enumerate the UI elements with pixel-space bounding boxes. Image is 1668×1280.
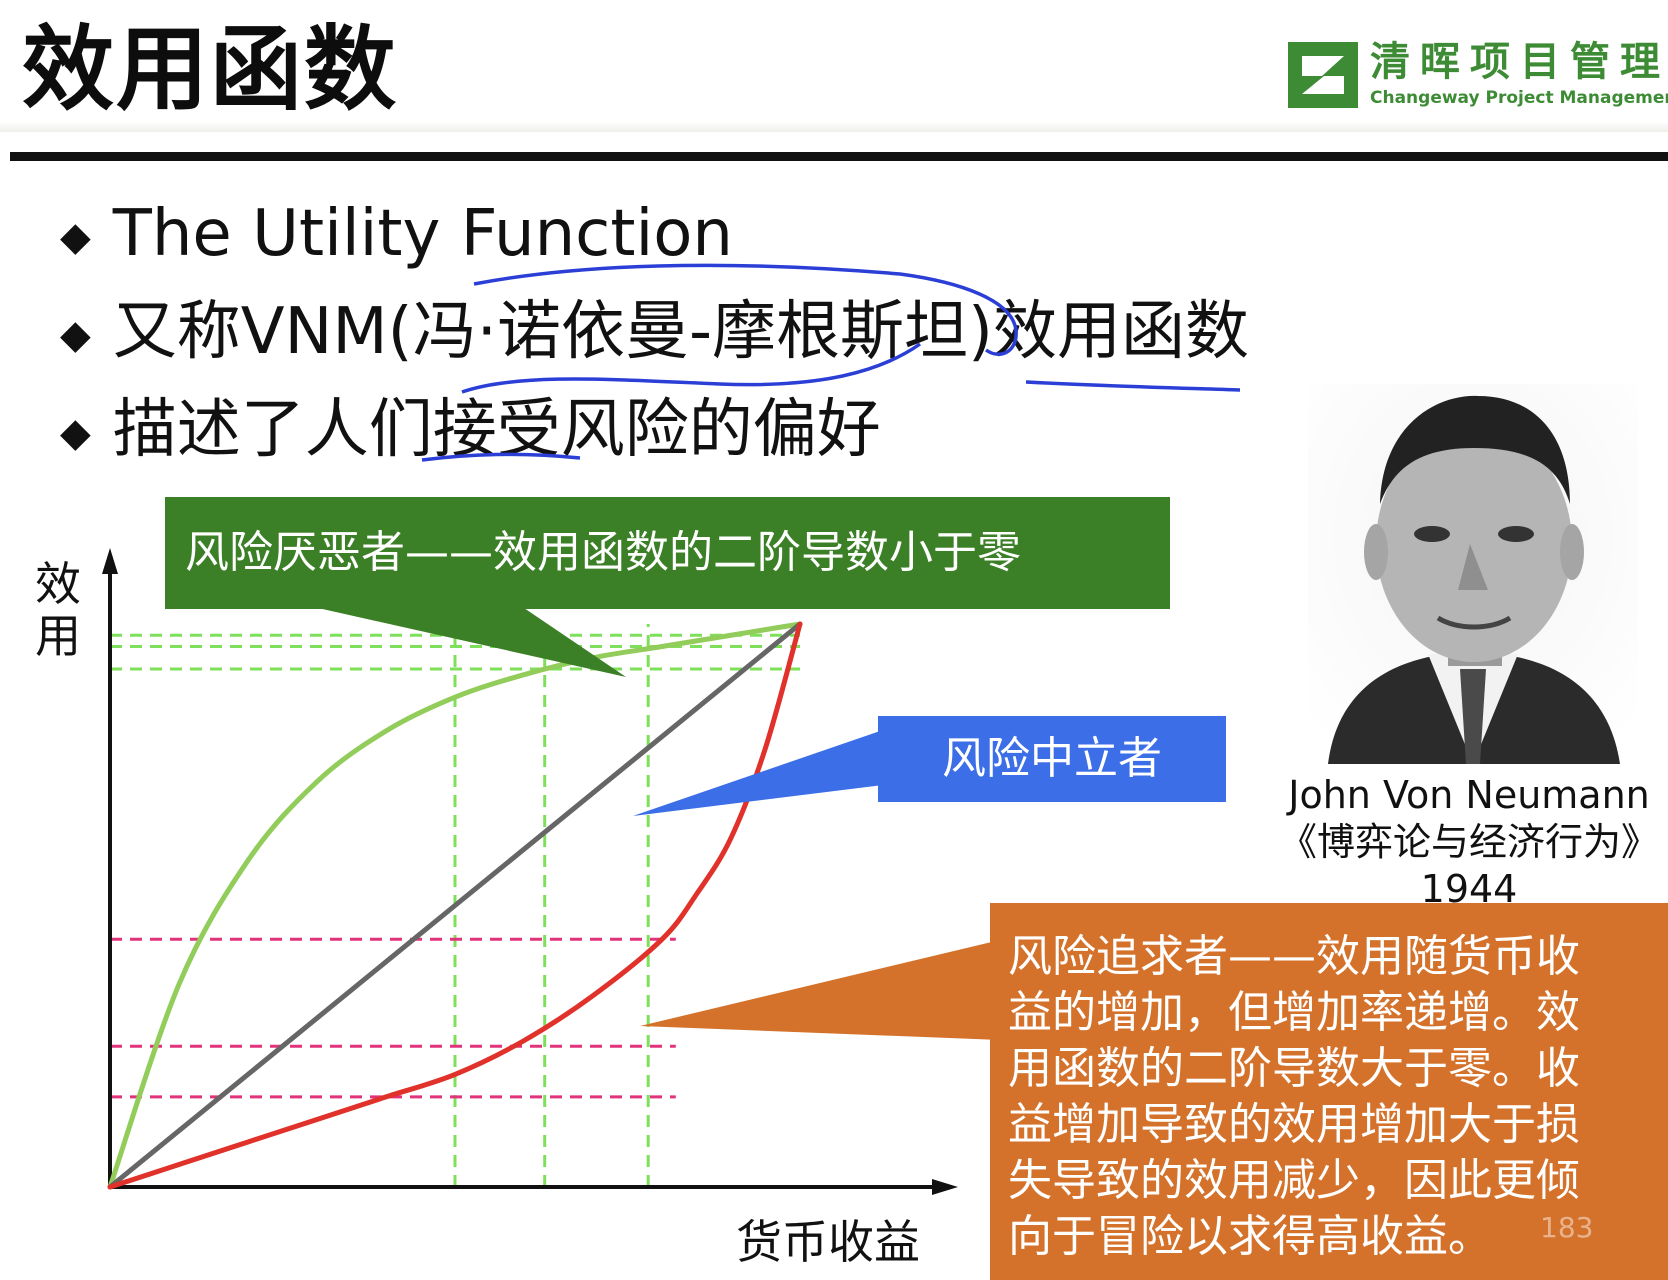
chart-axes [102, 548, 958, 1195]
risk-seeker-curve [107, 621, 803, 1190]
averse-callout-pointer [318, 608, 626, 677]
x-axis-label: 货币收益 [736, 1215, 920, 1269]
risk-neutral-callout: 风险中立者 [878, 716, 1226, 802]
von-neumann-portrait [1308, 384, 1638, 764]
caption-book: 《博弈论与经济行为》 [1278, 820, 1659, 864]
page-number: 183 [1540, 1211, 1594, 1244]
y-axis-arrow-icon [102, 548, 118, 574]
seeker-callout-pointer [640, 940, 1000, 1040]
neutral-callout-pointer [633, 730, 883, 816]
logo-name-cn: 清晖项目管理 [1370, 39, 1668, 85]
bullet-item: ◆The Utility Function [60, 196, 733, 275]
caption-name: John Von Neumann [1288, 773, 1650, 817]
page-title: 效用函数 [22, 16, 399, 123]
bullet-item: ◆又称VNM(冯·诺依曼-摩根斯坦)效用函数 [60, 294, 1249, 373]
logo-name-en: Changeway Project Management [1370, 88, 1668, 108]
risk-averse-callout: 风险厌恶者——效用函数的二阶导数小于零 [165, 497, 1170, 609]
y-axis-label: 效用 [35, 557, 81, 663]
risk-neutral-line [107, 621, 803, 1190]
risk-averse-curve [107, 621, 803, 1190]
diamond-bullet-icon: ◆ [60, 410, 91, 457]
caption-year: 1944 [1420, 867, 1518, 911]
diamond-bullet-icon: ◆ [60, 312, 91, 359]
title-divider [10, 152, 1668, 161]
header-band [0, 0, 1668, 132]
utility-chart: 效用 货币收益 [35, 548, 1000, 1269]
bullet-item: ◆描述了人们接受风险的偏好 [60, 392, 881, 471]
chart-series [107, 621, 803, 1190]
x-axis-arrow-icon [932, 1179, 958, 1195]
portrait-caption: John Von Neumann 《博弈论与经济行为》 1944 [1270, 772, 1668, 913]
logo [1288, 42, 1358, 108]
diamond-bullet-icon: ◆ [60, 214, 91, 261]
risk-seeker-callout: 风险追求者——效用随货币收 益的增加，但增加率递增。效 用函数的二阶导数大于零。… [990, 903, 1668, 1280]
